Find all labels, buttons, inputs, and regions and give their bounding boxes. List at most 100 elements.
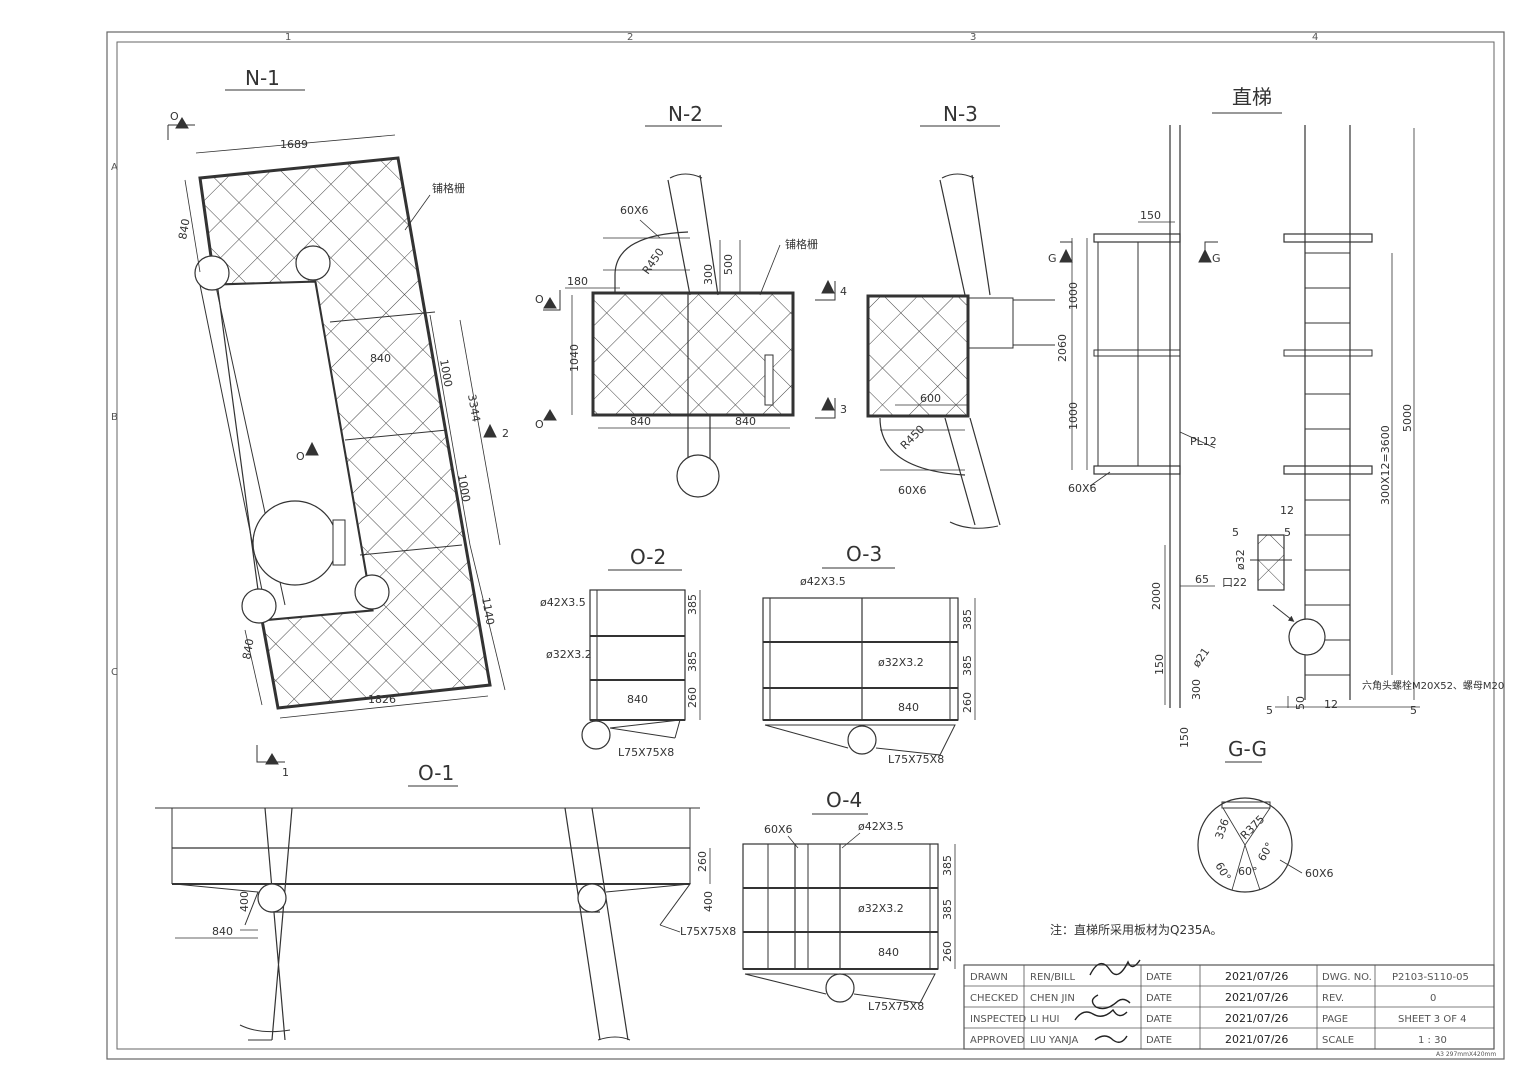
n1-mark-o-mid: O <box>296 450 305 463</box>
tb-field-rev: REV. <box>1322 993 1344 1004</box>
ladder-mark-g-left: G <box>1048 252 1057 265</box>
n3-dim-r450: R450 <box>898 423 927 452</box>
o3-dim-385-a: 385 <box>961 609 974 630</box>
ladder-label-pl12: PL12 <box>1190 435 1217 448</box>
n1-dim-840-bot: 840 <box>240 638 256 661</box>
view-o2: O-2 ø42X3.5 385 ø32X3.2 385 260 840 L75X… <box>540 545 701 759</box>
n1-dim-1689: 1689 <box>280 138 308 151</box>
grid-top-3: 3 <box>970 32 976 43</box>
ladder-label-bolt: 六角头螺栓M20X52、螺母M20 <box>1362 679 1504 692</box>
gg-dim-60x6: 60X6 <box>1305 867 1334 880</box>
gg-dim-60-a: 60° <box>1212 860 1233 883</box>
ladder-dim-22: 口22 <box>1222 576 1247 589</box>
o4-dim-60x6: 60X6 <box>764 823 793 836</box>
tb-field-scale: SCALE <box>1322 1035 1354 1046</box>
tb-name-drawn: REN/BILL <box>1030 972 1075 983</box>
tb-date-label-inspected: DATE <box>1146 1014 1172 1025</box>
o3-dim-840: 840 <box>898 701 919 714</box>
grid-side-c: C <box>111 667 118 678</box>
o2-dim-385-b: 385 <box>686 651 699 672</box>
view-n3: N-3 600 R450 60X6 <box>866 102 1055 529</box>
tb-role-drawn: DRAWN <box>970 972 1008 983</box>
view-o4: O-4 60X6 ø42X3.5 385 385 ø32X3.2 260 840… <box>742 788 956 1013</box>
n1-dim-1000-a: 1000 <box>437 358 455 388</box>
o4-dim-385-b: 385 <box>941 899 954 920</box>
o4-dim-385-a: 385 <box>941 855 954 876</box>
n1-dim-1000-b: 1000 <box>455 473 473 503</box>
title-gg: G-G <box>1228 737 1267 761</box>
ladder-rungs <box>1305 252 1350 676</box>
view-n2: N-2 60X6 R450 300 500 180 1040 840 840 铺… <box>535 102 847 498</box>
tb-date-inspected: 2021/07/26 <box>1225 1012 1288 1025</box>
tb-date-label-approved: DATE <box>1146 1035 1172 1046</box>
ladder-dim-65: 65 <box>1195 573 1209 586</box>
o1-label-angle: L75X75X8 <box>680 925 736 938</box>
o2-dim-840: 840 <box>627 693 648 706</box>
title-o4: O-4 <box>826 788 862 812</box>
n2-dim-r450: R450 <box>640 246 667 277</box>
grid-top-2: 2 <box>627 32 633 43</box>
grid-labels: 1 2 3 4 A B C <box>111 32 1318 678</box>
ladder-dim-phi32: ø32 <box>1234 549 1247 570</box>
n1-dim-1826: 1826 <box>368 693 396 706</box>
o1-dim-400-b: 400 <box>702 891 715 912</box>
gg-dim-60-b: 60° <box>1238 865 1258 878</box>
n1-label-grating: 铺格栅 <box>432 181 465 195</box>
o3-label-angle: L75X75X8 <box>888 753 944 766</box>
ladder-dim-2000: 2000 <box>1150 582 1163 610</box>
ladder-dim-60x6: 60X6 <box>1068 482 1097 495</box>
tb-date-label-checked: DATE <box>1146 993 1172 1004</box>
signature-approved <box>1094 1035 1128 1043</box>
title-n2: N-2 <box>668 102 703 126</box>
o2-dim-phi42: ø42X3.5 <box>540 596 586 609</box>
o4-dim-phi32: ø32X3.2 <box>858 902 904 915</box>
n2-dim-1040: 1040 <box>568 344 581 372</box>
grid-top-1: 1 <box>285 32 291 43</box>
ladder-dim-5-b: 5 <box>1284 526 1291 539</box>
n1-dim-1140: 1140 <box>479 596 497 626</box>
n2-dim-840-a: 840 <box>630 415 651 428</box>
tb-value-dwg: P2103-S110-05 <box>1392 972 1469 983</box>
o4-dim-260: 260 <box>941 941 954 962</box>
ladder-dim-5-d: 5 <box>1410 704 1417 717</box>
n2-dim-300: 300 <box>702 264 715 285</box>
n2-mark-o-top: O <box>535 293 544 306</box>
signature-checked <box>1091 994 1131 1010</box>
tb-role-inspected: INSPECTED <box>970 1014 1027 1025</box>
ladder-dim-5000: 5000 <box>1401 404 1414 432</box>
tb-name-checked: CHEN JIN <box>1030 993 1075 1004</box>
o3-dim-385-b: 385 <box>961 655 974 676</box>
grid-top-4: 4 <box>1312 32 1318 43</box>
tb-value-scale: 1 : 30 <box>1418 1035 1447 1046</box>
gg-dim-60-c: 60° <box>1255 840 1276 863</box>
n2-dim-180: 180 <box>567 275 588 288</box>
grid-side-a: A <box>111 162 118 173</box>
n1-dim-840-top: 840 <box>176 218 192 241</box>
o1-dim-400-a: 400 <box>238 891 251 912</box>
tb-date-drawn: 2021/07/26 <box>1225 970 1288 983</box>
n3-dim-60x6: 60X6 <box>898 484 927 497</box>
ladder-dim-12: 12 <box>1280 504 1294 517</box>
outer-border <box>106 31 1505 1060</box>
o1-dim-260: 260 <box>696 851 709 872</box>
ladder-dim-150-c: 150 <box>1178 727 1191 748</box>
ladder-dim-5-c: 5 <box>1266 704 1273 717</box>
title-o3: O-3 <box>846 542 882 566</box>
ladder-dim-12-b: 12 <box>1324 698 1338 711</box>
title-n3: N-3 <box>943 102 978 126</box>
n2-dim-840-b: 840 <box>735 415 756 428</box>
n2-dim-60x6: 60X6 <box>620 204 649 217</box>
o2-dim-260: 260 <box>686 687 699 708</box>
tb-name-inspected: LI HUI <box>1030 1014 1060 1025</box>
tb-role-checked: CHECKED <box>970 993 1019 1004</box>
sheet-size-note: A3 297mmX420mm <box>1436 1051 1496 1058</box>
title-ladder: 直梯 <box>1232 85 1272 109</box>
view-ladder: 直梯 1000 2060 1000 150 60X6 PL12 2000 65 … <box>1048 85 1504 748</box>
tb-date-approved: 2021/07/26 <box>1225 1033 1288 1046</box>
o3-dim-phi32: ø32X3.2 <box>878 656 924 669</box>
view-gg: G-G 336 R375 60° 60° 60° 60X6 <box>1197 737 1334 893</box>
tb-field-dwg: DWG. NO. <box>1322 972 1372 983</box>
tb-date-checked: 2021/07/26 <box>1225 991 1288 1004</box>
ladder-dim-150: 150 <box>1140 209 1161 222</box>
